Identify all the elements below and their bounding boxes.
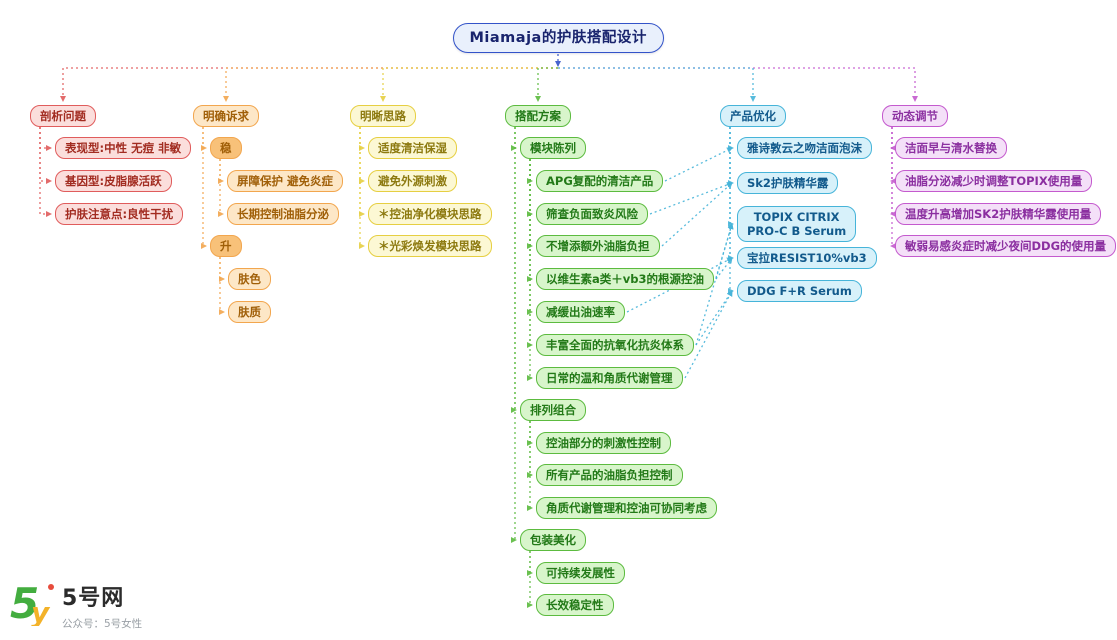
node-b4c1f[interactable]: 丰富全面的抗氧化抗炎体系 (536, 334, 694, 357)
node-b5c3[interactable]: TOPIX CITRIX PRO-C B Serum (737, 205, 857, 243)
node-b4c1g[interactable]: 日常的温和角质代谢管理 (536, 367, 683, 390)
node-b2c1a[interactable]: 屏障保护 避免炎症 (227, 170, 344, 193)
svg-text:5: 5 (10, 580, 39, 626)
branch-b1[interactable]: 剖析问题 (30, 105, 96, 128)
site-name: 5号网 (62, 586, 125, 611)
node-b5c1[interactable]: 雅诗敦云之吻洁面泡沫 (737, 137, 872, 160)
node-b4c3b[interactable]: 长效稳定性 (536, 594, 614, 617)
node-b5c2[interactable]: Sk2护肤精华露 (737, 172, 839, 195)
node-b2c2a[interactable]: 肤色 (228, 268, 271, 291)
node-b4c1a[interactable]: APG复配的清洁产品 (536, 170, 664, 193)
branch-b3[interactable]: 明晰思路 (350, 105, 416, 128)
branch-b6[interactable]: 动态调节 (882, 105, 948, 128)
svg-text:y: y (31, 596, 51, 626)
node-b4c3a[interactable]: 可持续发展性 (536, 562, 625, 585)
node-b2c2b[interactable]: 肤质 (228, 301, 271, 324)
node-b6c1[interactable]: 洁面早与清水替换 (895, 137, 1007, 160)
node-b6c2[interactable]: 油脂分泌减少时调整TOPIX使用量 (895, 170, 1093, 193)
node-b5c4[interactable]: 宝拉RESIST10%vb3 (737, 247, 877, 270)
node-b4c1e[interactable]: 减缓出油速率 (536, 301, 625, 324)
node-b4c1c[interactable]: 不增添额外油脂负担 (536, 235, 660, 258)
branch-b4[interactable]: 搭配方案 (505, 105, 571, 128)
site-logo-icon: 5 y (10, 580, 54, 626)
node-b5c5[interactable]: DDG F+R Serum (737, 280, 862, 303)
site-slogan: 公众号：5号女性 (62, 618, 143, 630)
node-b2c1[interactable]: 稳 (210, 137, 242, 160)
node-b2c1b[interactable]: 长期控制油脂分泌 (227, 203, 339, 226)
node-b6c3[interactable]: 温度升高增加SK2护肤精华露使用量 (895, 203, 1102, 226)
node-b1c1[interactable]: 表现型:中性 无痘 非敏 (55, 137, 192, 160)
node-b4c1[interactable]: 模块陈列 (520, 137, 586, 160)
node-b4c1d[interactable]: 以维生素a类＋vb3的根源控油 (536, 268, 714, 291)
node-b1c2[interactable]: 基因型:皮脂腺活跃 (55, 170, 172, 193)
node-b4c2[interactable]: 排列组合 (520, 399, 586, 422)
node-b4c2c[interactable]: 角质代谢管理和控油可协同考虑 (536, 497, 717, 520)
node-b1c3[interactable]: 护肤注意点:良性干扰 (55, 203, 184, 226)
node-b3c2[interactable]: 避免外源刺激 (368, 170, 457, 193)
node-b3c3[interactable]: ＊控油净化模块思路 (368, 203, 492, 226)
branch-b5[interactable]: 产品优化 (720, 105, 786, 128)
node-b4c2b[interactable]: 所有产品的油脂负担控制 (536, 464, 683, 487)
watermark: 5 y 5号网 公众号：5号女性 (10, 580, 142, 631)
node-b3c4[interactable]: ＊光彩焕发模块思路 (368, 235, 492, 258)
node-b4c3[interactable]: 包装美化 (520, 529, 586, 552)
mindmap-title[interactable]: Miamaja的护肤搭配设计 (452, 23, 664, 54)
node-b4c1b[interactable]: 筛查负面致炎风险 (536, 203, 648, 226)
node-b2c2[interactable]: 升 (210, 235, 242, 258)
node-b3c1[interactable]: 适度清洁保湿 (368, 137, 457, 160)
node-b6c4[interactable]: 敏弱易感炎症时减少夜间DDG的使用量 (895, 235, 1117, 258)
node-b4c2a[interactable]: 控油部分的刺激性控制 (536, 432, 671, 455)
watermark-text: 5号网 公众号：5号女性 (62, 580, 142, 631)
branch-b2[interactable]: 明确诉求 (193, 105, 259, 128)
